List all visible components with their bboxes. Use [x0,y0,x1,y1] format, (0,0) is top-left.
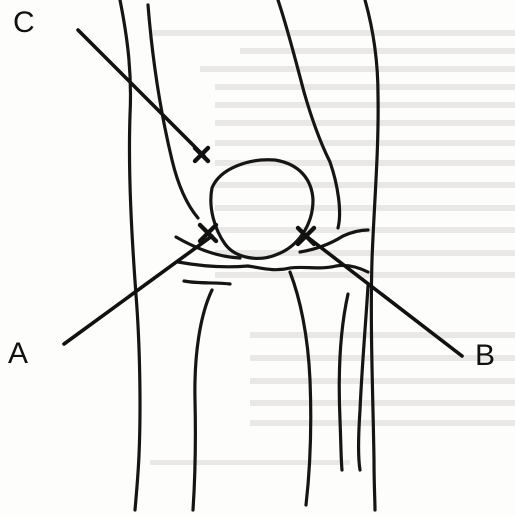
bleed-through-text [150,30,515,465]
femur-left-edge [148,5,198,218]
entry-mark-c [195,148,208,161]
label-c: C [13,8,35,38]
label-b: B [475,341,495,371]
tibia-left-edge [193,290,212,510]
needle-c [78,30,204,156]
tibia-right-edge [290,272,311,505]
tibial-plateau-lower [184,281,230,284]
label-a: A [8,339,28,369]
